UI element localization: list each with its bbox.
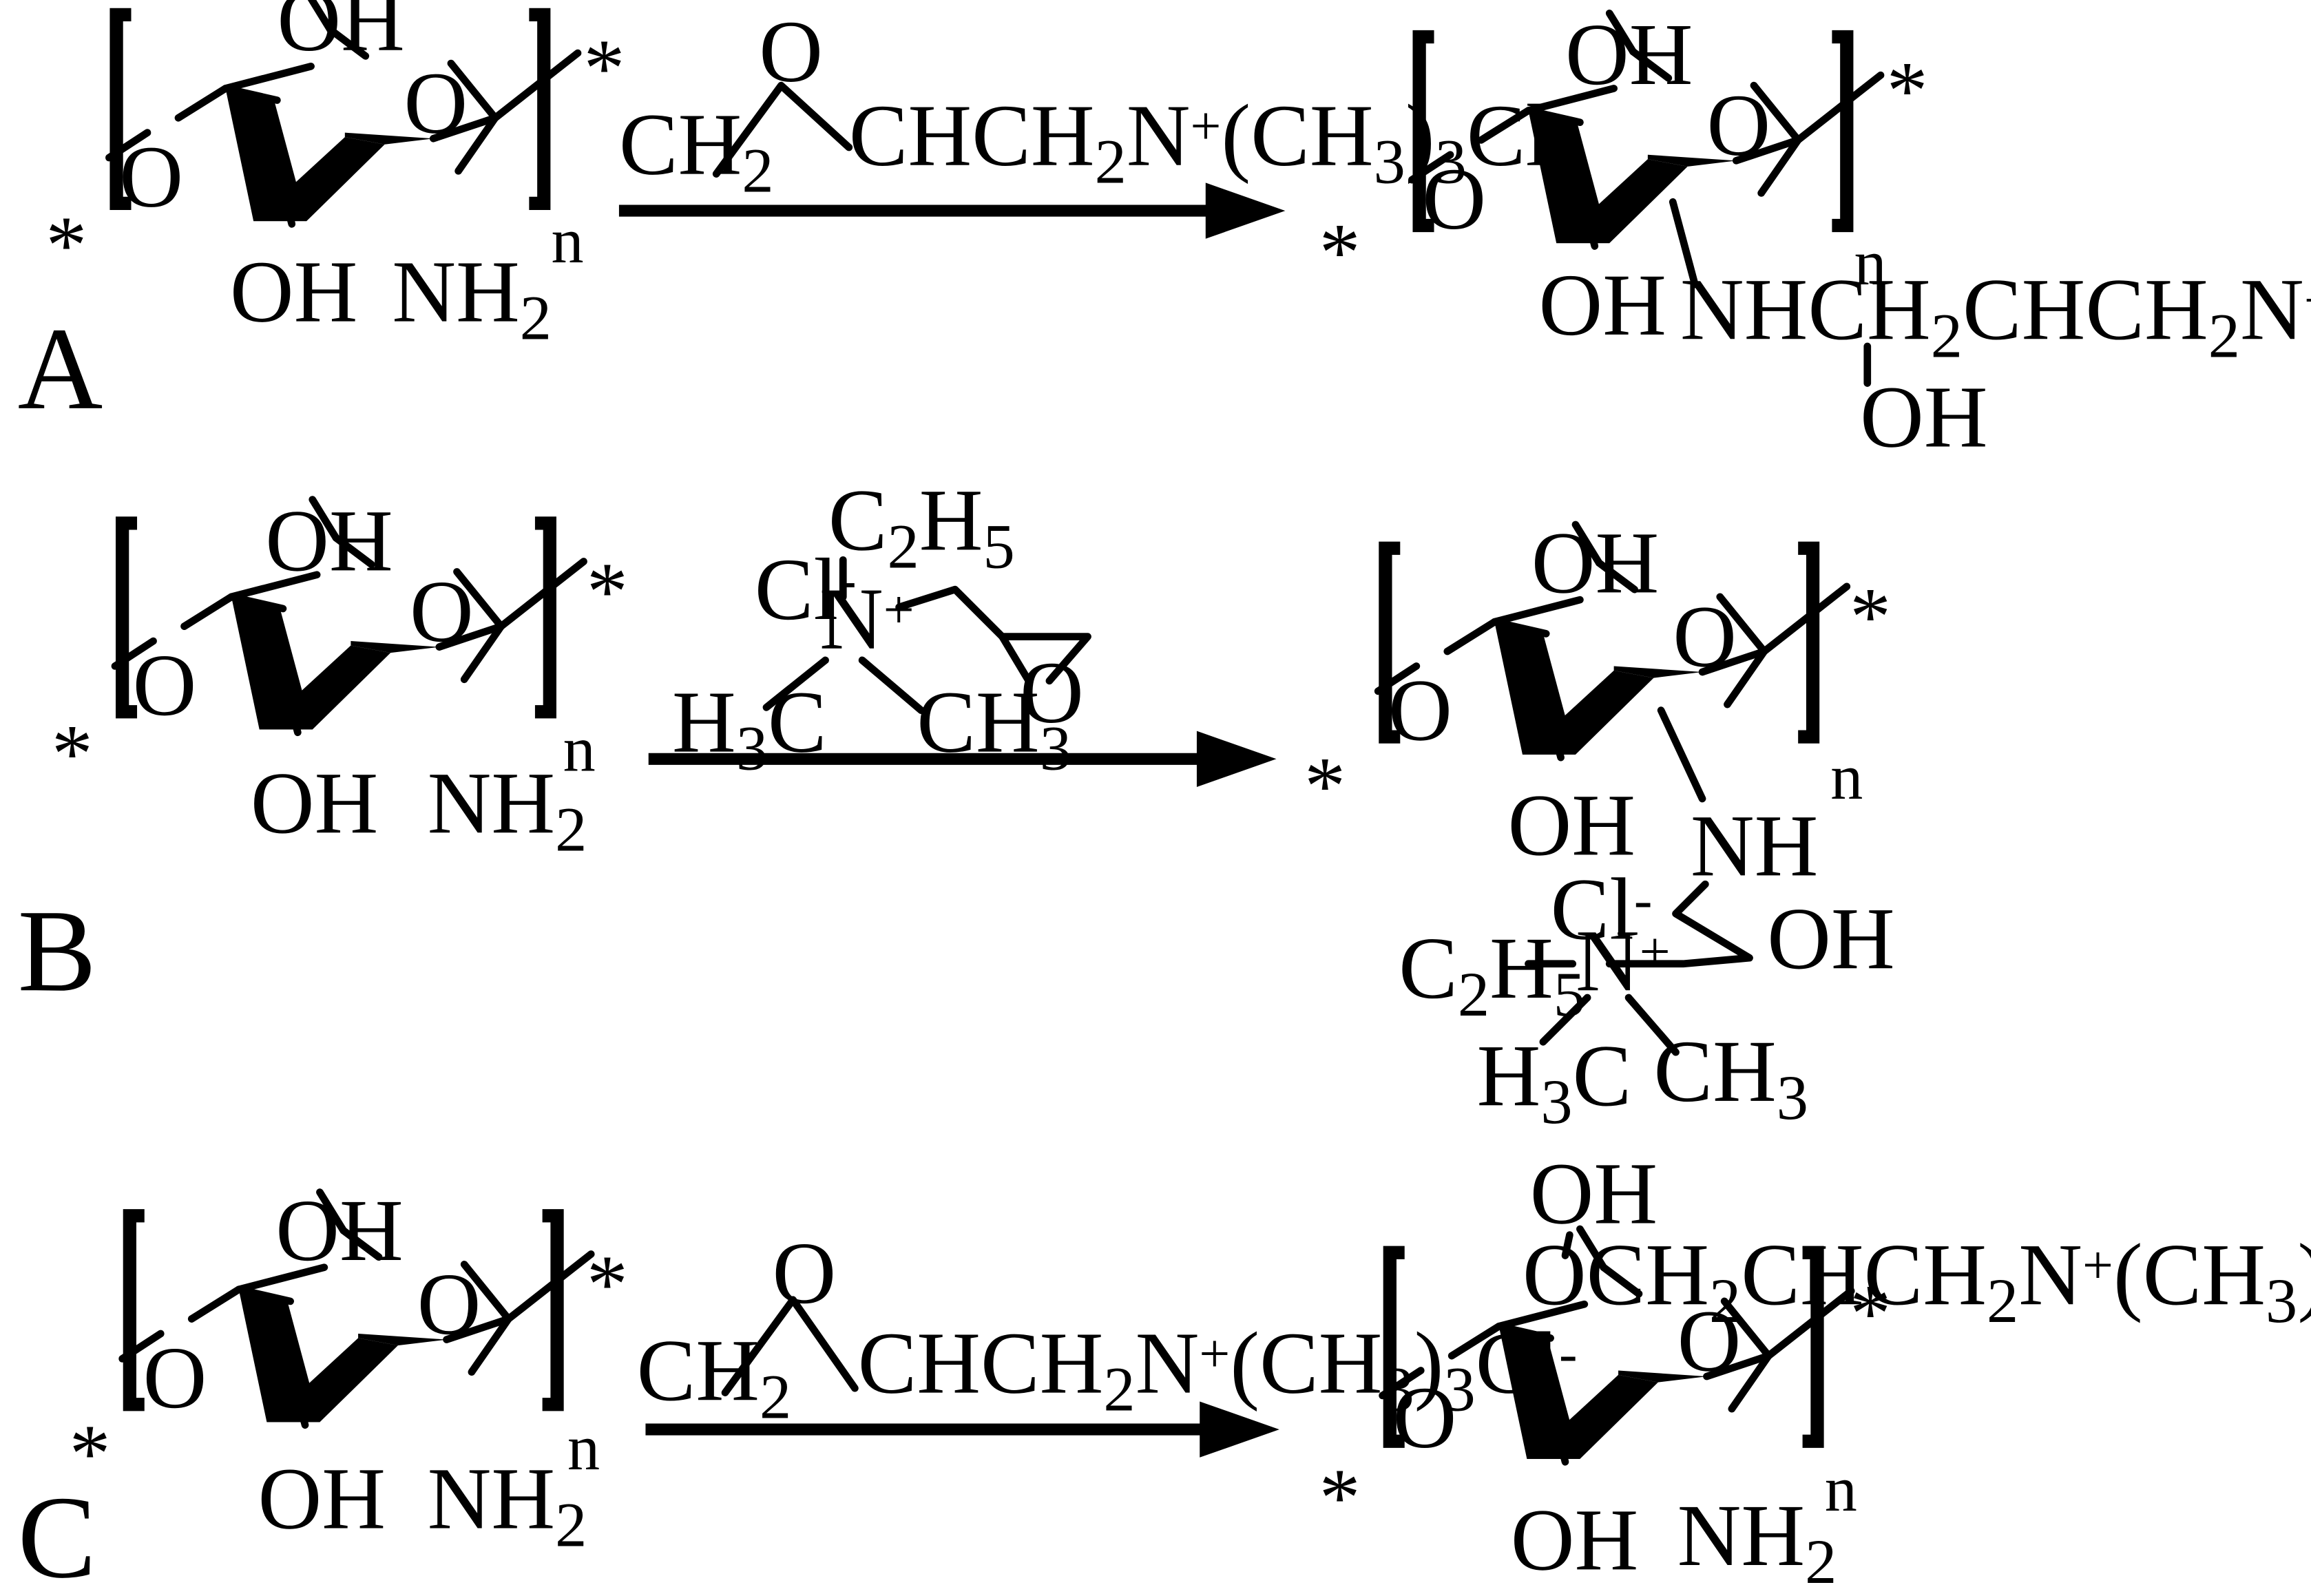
chloride-ion: Cl-	[755, 540, 857, 638]
amine-group: NH2	[428, 1450, 587, 1560]
chain-end-star: *	[587, 1238, 628, 1330]
product-monomer: O OH OCH2CHCH2N+(CH3)3Cl- O OH NH2 * * n	[1319, 1144, 2311, 1596]
methyl-group: CH3	[1653, 1022, 1808, 1133]
hydroxymethyl-oh: OH	[1530, 1144, 1658, 1242]
glycosidic-oxygen: O	[1393, 1369, 1457, 1467]
panel-b: B O OH O OH NH2 * * n C2H5 Cl- N+ O H3C …	[18, 471, 1895, 1137]
hydroxymethyl-oh: OH	[1565, 6, 1693, 103]
methyl-group: H3C	[1477, 1027, 1632, 1137]
repeat-index: n	[567, 1412, 600, 1484]
chain-end-star: *	[1319, 207, 1361, 298]
chain-end-star: *	[52, 707, 93, 799]
ring-oxygen: O	[417, 1255, 481, 1353]
hydroxymethyl-oh: OH	[265, 492, 393, 589]
hydroxymethyl-oh: OH	[277, 0, 404, 70]
ring-oxygen: O	[404, 54, 468, 152]
glycosidic-oxygen: O	[1422, 150, 1486, 248]
reagent-left-group: CH2	[637, 1321, 792, 1431]
panel-label: C	[18, 1472, 96, 1596]
panel-c: C O OH O OH NH2 * * n O CH2 CHCH2N+(CH3)…	[18, 1144, 2311, 1596]
reactant-monomer: O OH O OH NH2 * * n	[70, 1182, 628, 1560]
chain-end-star: *	[1304, 739, 1346, 831]
epoxide-oxygen: O	[1020, 644, 1084, 742]
ethyl-group: C2H5	[1399, 919, 1585, 1029]
chain-end-star: *	[584, 22, 625, 114]
secondary-amine: NH	[1691, 797, 1818, 894]
product-monomer: O OH O OH * * n NHCH2CHCH2N+(CH3)3Cl- OH	[1319, 6, 2311, 466]
repeat-index: n	[1854, 227, 1887, 299]
chain-end-star: *	[1850, 570, 1891, 662]
ring-oxygen: O	[1673, 587, 1737, 685]
hydroxyl-group: OH	[1538, 256, 1666, 354]
reaction-arrow	[645, 1401, 1279, 1458]
glycosidic-oxygen: O	[1388, 661, 1452, 759]
reactant-monomer: O OH O OH NH2 * * n	[52, 492, 628, 864]
side-chain-hydroxyl: OH	[1767, 890, 1894, 987]
chloride-ion: Cl-	[1551, 860, 1653, 958]
reagent-gtmac: O CH2 CHCH2N+(CH3)3Cl-	[637, 1224, 1578, 1431]
quaternary-nitrogen: N+	[819, 570, 914, 668]
reagent-gtmac: O CH2 CHCH2N+(CH3)3Cl-	[619, 3, 1569, 206]
panel-label: A	[18, 304, 103, 434]
quaternary-nitrogen: N+	[1576, 912, 1671, 1009]
hydroxyl-group: OH	[230, 243, 357, 341]
hydroxyl-group: OH	[1511, 1491, 1638, 1588]
hydroxyl-group: OH	[251, 754, 378, 852]
epoxide-oxygen: O	[773, 1224, 837, 1322]
hydroxymethyl-oh: OH	[1531, 514, 1659, 611]
epoxide-oxygen: O	[759, 3, 823, 101]
hydroxyl-group: OH	[1508, 776, 1635, 874]
ring-oxygen: O	[1706, 76, 1770, 174]
ethyl-group: C2H5	[828, 471, 1015, 581]
ring-oxygen: O	[1677, 1292, 1742, 1390]
amine-group: NH2	[428, 754, 587, 864]
ring-oxygen: O	[410, 563, 474, 660]
chain-end-star: *	[1850, 1268, 1891, 1359]
glycosidic-oxygen: O	[119, 128, 183, 226]
quaternary-ammonium-substituent: NHCH2CHCH2N+(CH3)3Cl-	[1680, 260, 2311, 370]
reagent-right-group: CHCH2N+(CH3)3Cl-	[849, 87, 1569, 197]
panel-label: B	[18, 885, 96, 1016]
o-substituent: OCH2CHCH2N+(CH3)3Cl-	[1523, 1226, 2311, 1336]
reaction-arrow	[618, 182, 1286, 239]
reagent-ethyl-quaternary-epoxide: C2H5 Cl- N+ O H3C CH3	[672, 471, 1091, 784]
repeat-index: n	[1825, 1453, 1857, 1525]
panel-a: A O OH O OH NH2 * * n O CH2 CHCH2N+(CH3)…	[18, 0, 2311, 466]
glycosidic-oxygen: O	[133, 636, 197, 734]
reagent-right-group: CHCH2N+(CH3)3Cl-	[858, 1314, 1578, 1425]
methyl-group: H3C	[672, 673, 827, 784]
hydroxymethyl-oh: OH	[275, 1182, 403, 1279]
amine-group: NH2	[392, 243, 552, 353]
hydroxyl-group: OH	[258, 1450, 386, 1548]
product-monomer: O OH O OH * * n NH OH Cl- N+ C2H5 H3C CH…	[1304, 514, 1895, 1137]
glycosidic-oxygen: O	[143, 1329, 207, 1427]
chain-end-star: *	[1319, 1451, 1361, 1543]
repeat-index: n	[1830, 742, 1863, 813]
substituent-hydroxyl: OH	[1860, 368, 1987, 466]
amine-group: NH2	[1677, 1487, 1837, 1596]
chain-end-star: *	[1887, 44, 1928, 136]
chain-end-star: *	[70, 1407, 111, 1499]
reaction-arrow	[648, 731, 1277, 787]
chain-end-star: *	[45, 199, 87, 291]
repeat-index: n	[563, 713, 596, 785]
repeat-index: n	[551, 205, 583, 277]
chain-end-star: *	[587, 545, 628, 637]
reagent-left-group: CH2	[619, 96, 774, 206]
reactant-monomer: O OH O OH NH2 * * n	[45, 0, 625, 353]
